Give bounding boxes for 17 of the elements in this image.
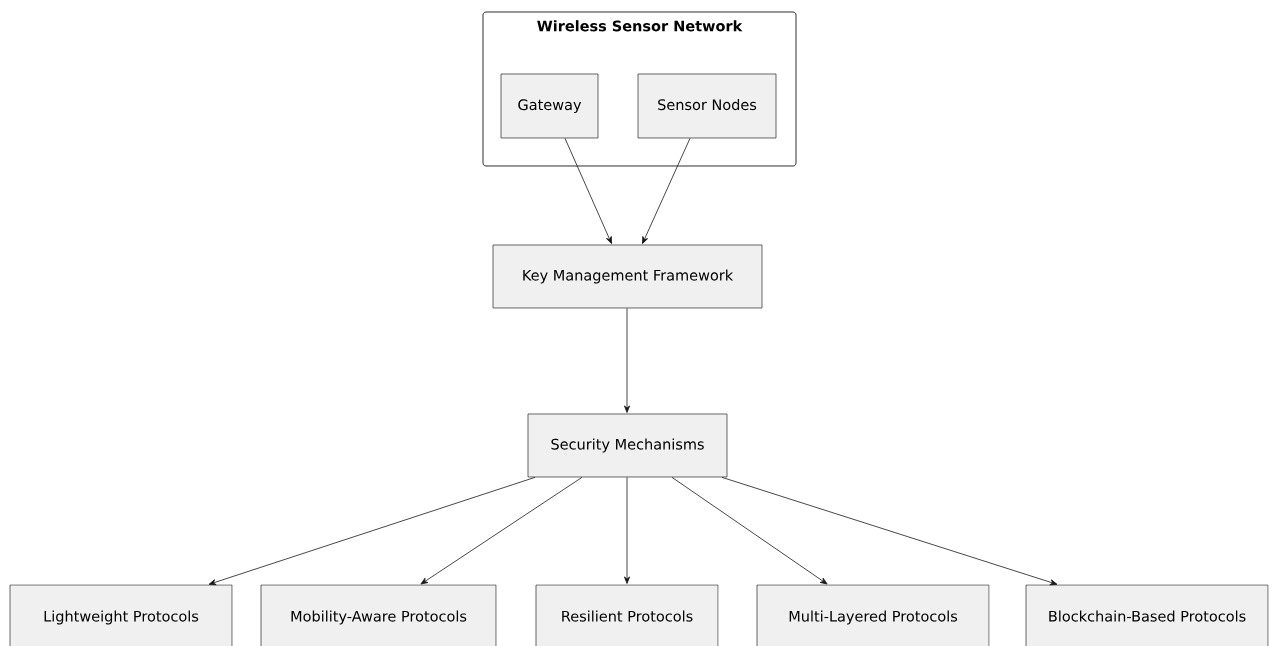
process-box: Mobility-Aware Protocols — [260, 584, 497, 646]
arrow — [642, 137, 691, 245]
process-box: Key Management Framework — [492, 244, 763, 309]
process-box: Resilient Protocols — [535, 584, 719, 646]
arrow — [624, 307, 630, 413]
arrow — [671, 476, 828, 585]
arrow — [721, 476, 1058, 586]
process-box: Security Mechanisms — [527, 413, 728, 478]
arrow — [420, 476, 583, 585]
process-box: Lightweight Protocols — [9, 584, 233, 646]
process-box: Gateway — [500, 73, 599, 139]
process-box: Blockchain-Based Protocols — [1025, 584, 1269, 646]
arrow — [624, 476, 630, 584]
process-box: Multi-Layered Protocols — [756, 584, 990, 646]
process-box: Sensor Nodes — [637, 73, 777, 139]
arrow — [564, 137, 612, 245]
arrow — [208, 476, 536, 586]
